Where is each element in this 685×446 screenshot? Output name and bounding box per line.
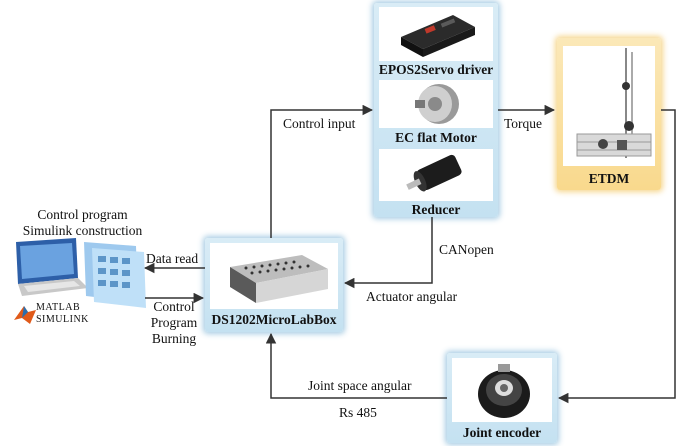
etdm-label: ETDM xyxy=(588,171,630,186)
microlabbox-image xyxy=(210,243,338,309)
data-read-label: Data read xyxy=(146,251,199,266)
canopen-label: CANopen xyxy=(439,242,494,257)
burning-label-line3: Burning xyxy=(151,331,197,346)
laptop-icon xyxy=(16,238,88,296)
torque-label: Torque xyxy=(504,116,543,131)
etdm-panel: ETDM xyxy=(557,38,661,190)
control-input-arrow xyxy=(270,104,374,238)
pc-title-line2: Simulink construction xyxy=(22,223,143,238)
reducer-icon xyxy=(406,154,462,192)
encoder-image xyxy=(452,358,552,422)
actuator-panel: EPOS2Servo driver EC flat Motor Reducer xyxy=(374,3,498,217)
rs485-label: Rs 485 xyxy=(339,405,377,420)
reducer-image xyxy=(379,149,493,201)
reducer-label: Reducer xyxy=(411,202,461,217)
joint-space-angular-label: Joint space angular xyxy=(308,378,412,393)
etdm-image xyxy=(563,46,655,166)
encoder-label: Joint encoder xyxy=(462,425,542,440)
encoder-to-box-arrow xyxy=(265,332,447,399)
microlabbox-label: DS1202MicroLabBox xyxy=(211,312,337,327)
motor-image xyxy=(379,80,493,128)
flat-motor-icon xyxy=(415,84,459,124)
joint-encoder-icon xyxy=(478,364,530,418)
simulink-text: SIMULINK xyxy=(36,314,89,325)
servo-driver-icon xyxy=(401,15,475,57)
matlab-logo-icon xyxy=(14,306,36,324)
driver-label: EPOS2Servo driver xyxy=(378,62,494,77)
microlabbox-icon xyxy=(230,255,328,303)
simulink-screens-icon xyxy=(84,242,146,308)
etdm-to-encoder-arrow xyxy=(557,109,676,404)
motor-label: EC flat Motor xyxy=(395,130,477,145)
encoder-panel: Joint encoder xyxy=(447,353,557,443)
control-input-label: Control input xyxy=(283,116,356,131)
exoskeleton-icon xyxy=(576,48,652,158)
burning-label-line1: Control xyxy=(153,299,195,314)
canopen-arrow xyxy=(343,217,433,289)
actuator-angular-label: Actuator angular xyxy=(366,289,458,304)
microlabbox-panel: DS1202MicroLabBox xyxy=(205,238,343,332)
driver-image xyxy=(379,7,493,61)
burning-label-line2: Program xyxy=(150,315,198,330)
matlab-text: MATLAB xyxy=(36,302,81,313)
pc-title-line1: Control program xyxy=(37,207,128,222)
